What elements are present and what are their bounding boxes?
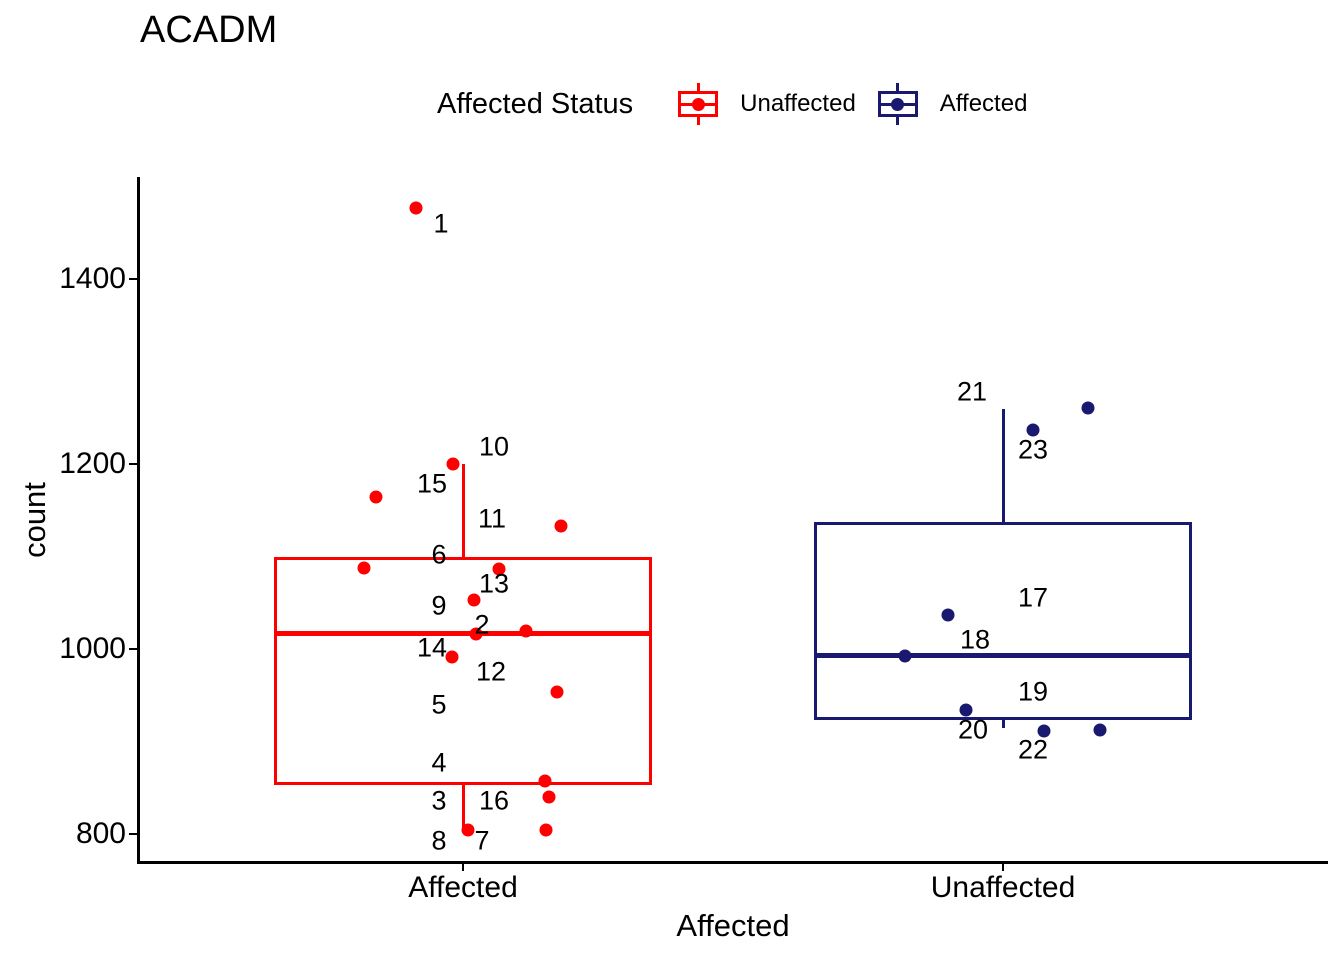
data-point [492,562,506,576]
data-point [538,774,552,788]
point-label: 7 [474,825,490,856]
point-label: 10 [478,431,510,462]
point-label: 15 [416,468,448,499]
legend-key-whisker [696,116,700,125]
point-label: 21 [956,376,988,407]
point-label: 2 [474,609,490,640]
y-tick-label: 800 [75,817,126,850]
data-point [409,201,423,215]
data-point [1037,724,1051,738]
legend-item-label: Affected [939,90,1028,117]
upper-whisker [461,464,465,557]
point-label: 23 [1017,434,1049,465]
legend-items: Unaffected Affected [678,83,1027,125]
box [274,556,652,785]
lower-whisker [461,784,465,830]
y-tick-label: 1000 [59,632,126,665]
point-label: 8 [431,825,447,856]
legend-key-dot [891,97,905,111]
legend-key-boxplot-icon [678,83,719,125]
legend-title: Affected Status [437,87,634,120]
data-point [446,457,460,471]
data-point [550,685,564,699]
data-point [542,790,556,804]
x-tick [1001,863,1005,871]
data-point [1026,423,1040,437]
y-tick-label: 1400 [59,262,126,295]
x-tick [461,863,465,871]
point-label: 3 [431,785,447,816]
point-label: 5 [431,689,447,720]
median-line [274,630,652,637]
x-tick-label: Unaffected [930,871,1076,904]
legend-key-boxplot-icon [877,83,918,125]
y-tick [129,277,137,281]
legend-key-dot [691,97,705,111]
point-label: 19 [1017,676,1049,707]
x-tick-label: Affected [408,871,518,904]
y-tick [129,647,137,651]
y-tick [129,462,137,466]
data-point [898,649,912,663]
data-point [469,627,483,641]
x-axis-title: Affected [676,908,790,943]
data-point [467,593,481,607]
box [814,522,1192,721]
data-point [369,490,383,504]
legend-key-whisker [896,116,900,125]
point-label: 1 [433,208,449,238]
data-point [1093,723,1107,737]
legend: Affected Status Unaffected Affected [437,83,1027,125]
legend-key-whisker [696,83,700,92]
point-label: 17 [1017,582,1049,613]
legend-item-label: Unaffected [740,90,856,117]
legend-item: Affected [877,83,1028,125]
x-axis-line [137,861,1328,864]
data-point [554,519,568,533]
data-point [445,650,459,664]
data-point [941,608,955,622]
point-label: 18 [959,624,991,655]
y-axis-line [137,177,140,863]
chart-title: ACADM [140,9,278,51]
y-tick [129,832,137,836]
data-point [461,823,475,837]
point-label: 16 [478,785,510,816]
point-label: 14 [416,632,448,663]
y-tick-label: 1200 [59,447,126,480]
lower-whisker [1001,720,1005,728]
legend-item: Unaffected [678,83,856,125]
point-label: 12 [475,656,507,687]
legend-key-whisker [896,83,900,92]
data-point [959,703,973,717]
data-point [357,561,371,575]
point-label: 9 [431,590,447,621]
upper-whisker [1001,408,1005,523]
data-point [519,624,533,638]
point-label: 4 [431,747,447,778]
point-label: 13 [478,568,510,599]
point-label: 22 [1017,734,1049,765]
point-label: 20 [957,714,989,745]
median-line [814,652,1192,659]
point-label: 11 [477,503,507,534]
point-label: 6 [431,539,447,570]
data-point [1081,401,1095,415]
data-point [539,823,553,837]
